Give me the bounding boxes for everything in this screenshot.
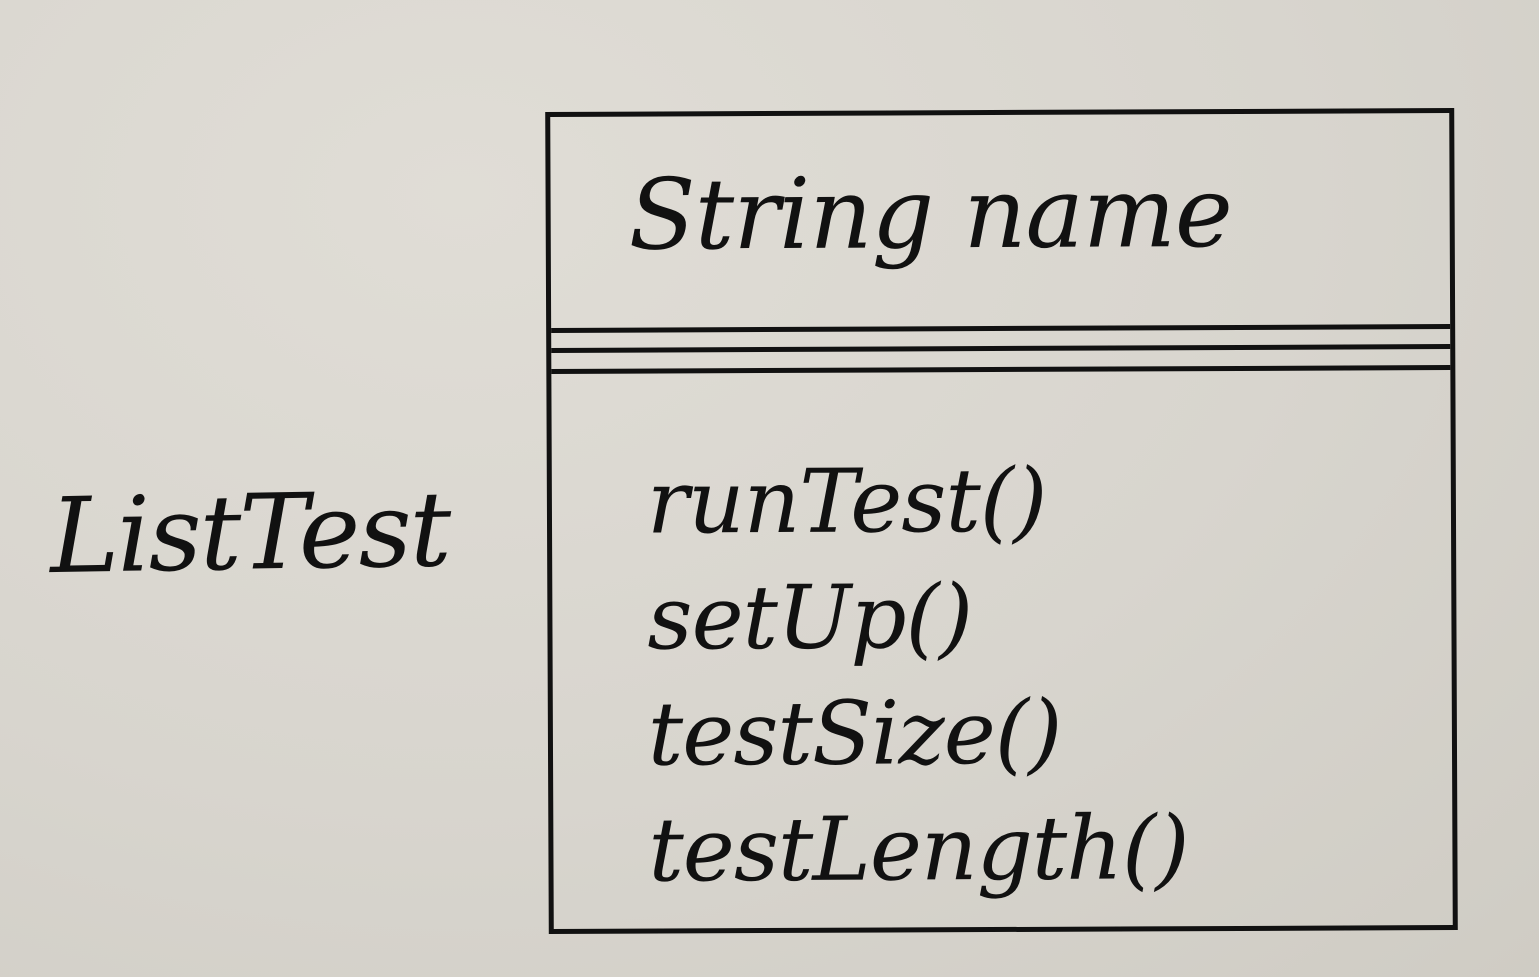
operations-list: runTest() setUp() testSize() testLength(… <box>647 442 1189 908</box>
attribute-string-name: String name <box>628 155 1233 273</box>
operations-compartment: runTest() setUp() testSize() testLength(… <box>551 371 1452 930</box>
operation-set-up: setUp() <box>647 565 973 670</box>
attributes-compartment: String name <box>550 113 1450 331</box>
operation-test-length: testLength() <box>648 796 1189 902</box>
uml-class-box: String name runTest() setUp() testSize()… <box>545 108 1458 934</box>
class-name-label: ListTest <box>48 468 451 598</box>
operation-test-size: testSize() <box>647 680 1062 786</box>
operation-run-test: runTest() <box>646 448 1047 554</box>
compartment-divider <box>551 344 1451 353</box>
